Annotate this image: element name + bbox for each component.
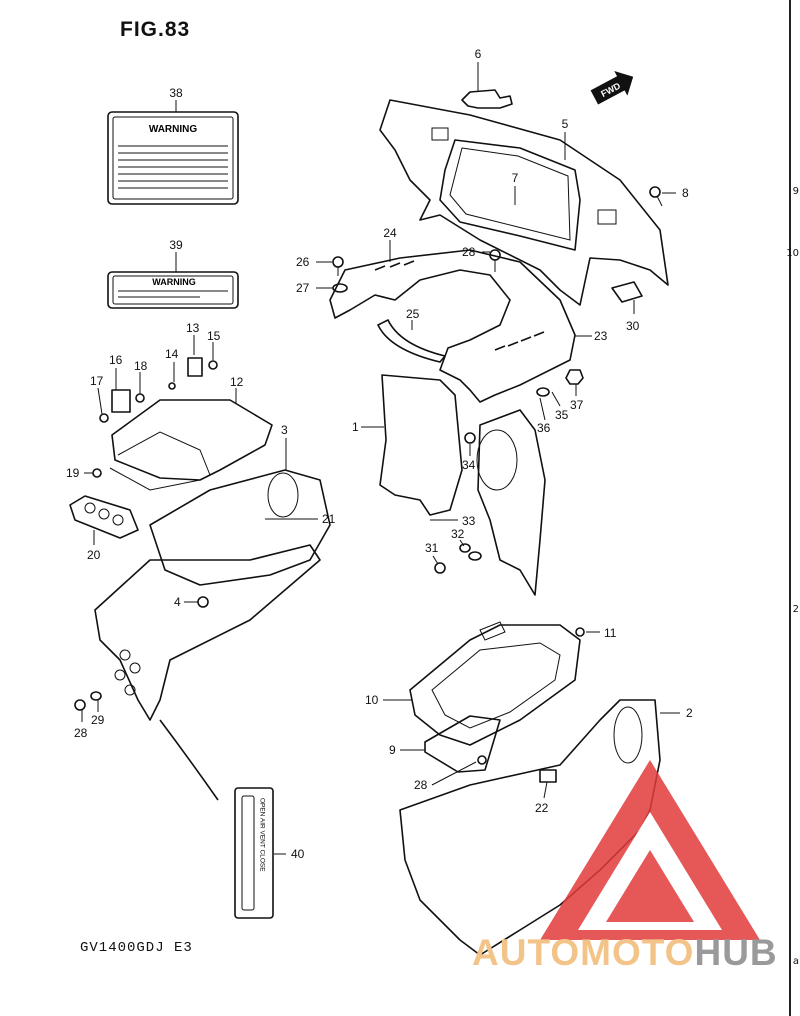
callout-33: 33 xyxy=(462,514,476,528)
clip-22 xyxy=(539,769,557,783)
callout-30: 30 xyxy=(626,319,640,333)
screw-26 xyxy=(332,256,344,276)
pad-30 xyxy=(611,281,643,303)
callout-38: 38 xyxy=(169,86,183,100)
callout-17: 17 xyxy=(90,374,104,388)
callout-22: 22 xyxy=(535,801,549,815)
bracket-3-21 xyxy=(149,469,331,586)
warning-label-39: WARNING xyxy=(107,271,239,309)
screw-28-top xyxy=(489,249,501,272)
model-code: GV1400GDJ E3 xyxy=(80,940,193,956)
callout-27: 27 xyxy=(296,281,310,295)
callout-1: 1 xyxy=(352,420,359,434)
watermark-text: AUTOMOTOHUB xyxy=(472,932,778,973)
callout-28-left: 28 xyxy=(74,726,88,740)
callout-36: 36 xyxy=(537,421,551,435)
leader-lines xyxy=(81,62,680,855)
figure-title: FIG.83 xyxy=(120,18,191,41)
callout-9: 9 xyxy=(389,743,396,757)
edge-glyph: 10 xyxy=(786,248,799,259)
callout-37: 37 xyxy=(570,398,584,412)
side-panel-1 xyxy=(379,374,463,516)
fairing-lower-left xyxy=(94,544,321,721)
lid-10 xyxy=(409,624,581,746)
callout-31: 31 xyxy=(425,541,439,555)
callout-23: 23 xyxy=(594,329,608,343)
hardware-31-32 xyxy=(434,543,482,574)
screw-28-left xyxy=(74,691,102,711)
air-vent-label-40: OPEN AIR VENT CLOSE xyxy=(234,787,274,919)
watermark-logo xyxy=(540,760,760,940)
callout-6: 6 xyxy=(475,47,482,61)
callout-5: 5 xyxy=(562,117,569,131)
lid-12 xyxy=(111,399,273,481)
callout-20: 20 xyxy=(87,548,101,562)
callout-15: 15 xyxy=(207,329,221,343)
screw-28-right xyxy=(477,755,487,765)
callout-16: 16 xyxy=(109,353,123,367)
callout-39: 39 xyxy=(169,238,183,252)
callout-28-right: 28 xyxy=(414,778,428,792)
small-hardware-13-18 xyxy=(92,357,218,478)
callout-7: 7 xyxy=(512,171,519,185)
screw-11 xyxy=(575,627,585,637)
edge-glyph: 2 xyxy=(792,604,799,615)
callout-8: 8 xyxy=(682,186,689,200)
callout-26: 26 xyxy=(296,255,310,269)
callout-24: 24 xyxy=(383,226,397,240)
air-vent-text: OPEN AIR VENT CLOSE xyxy=(259,798,266,872)
callout-32: 32 xyxy=(451,527,465,541)
fwd-arrow: FWD xyxy=(590,70,634,105)
screw-4 xyxy=(197,596,209,608)
callout-21: 21 xyxy=(322,512,336,526)
cover-23-24 xyxy=(329,249,576,403)
warning-large-text: WARNING xyxy=(149,124,198,135)
callout-3: 3 xyxy=(281,423,288,437)
callout-19: 19 xyxy=(66,466,80,480)
callout-40: 40 xyxy=(291,847,305,861)
callout-13: 13 xyxy=(186,321,200,335)
callout-18: 18 xyxy=(134,359,148,373)
screw-34 xyxy=(464,432,476,444)
callout-12: 12 xyxy=(230,375,244,389)
callout-2: 2 xyxy=(686,706,693,720)
warning-small-text: WARNING xyxy=(152,277,196,287)
warning-label-38: WARNING xyxy=(107,111,239,205)
callout-14: 14 xyxy=(165,347,179,361)
callout-numbers: 38 39 6 5 7 8 24 28 26 27 30 25 23 13 15… xyxy=(66,47,693,861)
callout-28-top: 28 xyxy=(462,245,476,259)
meter-panel-5 xyxy=(379,99,669,306)
screw-8 xyxy=(649,186,663,207)
hardware-35-37 xyxy=(536,369,584,397)
edge-glyph: 9 xyxy=(792,186,799,197)
side-panel-33 xyxy=(477,409,546,596)
latch-holes xyxy=(84,502,124,526)
fairing-holes xyxy=(114,649,141,696)
vent-slots xyxy=(374,260,545,351)
bracket-6 xyxy=(461,89,513,109)
callout-29: 29 xyxy=(91,713,105,727)
callout-25: 25 xyxy=(406,307,420,321)
callout-4: 4 xyxy=(174,595,181,609)
gasket-9 xyxy=(424,715,501,773)
page-edge: 9 10 2 a xyxy=(786,0,800,1016)
callout-11: 11 xyxy=(604,626,617,640)
callout-35: 35 xyxy=(555,408,569,422)
latch-20 xyxy=(69,495,139,539)
trim-25 xyxy=(377,319,446,363)
edge-glyph: a xyxy=(792,956,799,967)
fairing-cable xyxy=(159,719,219,801)
washer-27 xyxy=(332,283,348,293)
callout-10: 10 xyxy=(365,693,379,707)
callout-34: 34 xyxy=(462,458,476,472)
